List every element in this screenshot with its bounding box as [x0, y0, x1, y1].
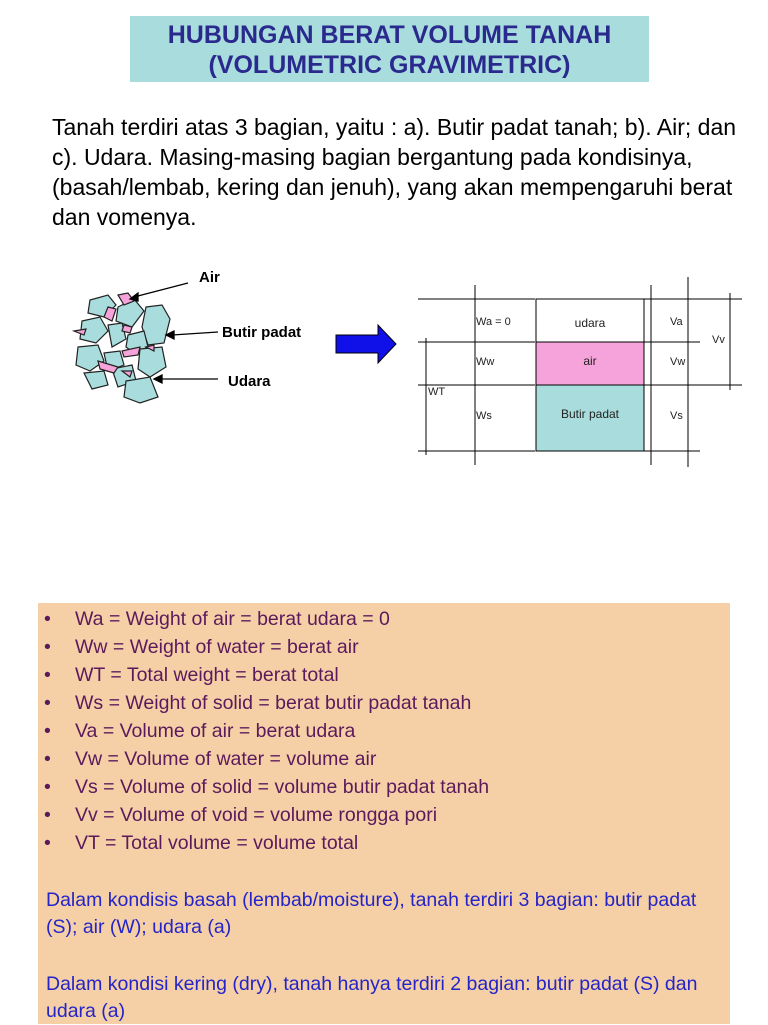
label-wa: Wa = 0: [476, 316, 511, 328]
bullet-icon: •: [44, 748, 51, 771]
bullet-icon: •: [44, 692, 51, 715]
label-ws: Ws: [476, 410, 492, 422]
phase-label-air: air: [536, 354, 644, 368]
label-vs: Vs: [670, 410, 683, 422]
label-butir-padat: Butir padat: [222, 324, 301, 341]
soil-phase-diagram: Air Butir padat Udara udara air Butir pa…: [0, 255, 768, 480]
bullet-icon: •: [44, 776, 51, 799]
label-vv: Vv: [712, 334, 725, 346]
bullet-icon: •: [44, 804, 51, 827]
bullet-icon: •: [44, 664, 51, 687]
label-air: Air: [199, 269, 220, 286]
bullet-icon: •: [44, 608, 51, 631]
label-ww: Ww: [476, 356, 494, 368]
soil-sample-illustration: [74, 293, 170, 403]
bullet-icon: •: [44, 720, 51, 743]
definitions-panel: •Wa = Weight of air = berat udara = 0 •W…: [38, 603, 730, 1024]
bullet-icon: •: [44, 832, 51, 855]
phase-label-butir: Butir padat: [536, 407, 644, 421]
label-udara: Udara: [228, 373, 271, 390]
note-dry-condition: Dalam kondisi kering (dry), tanah hanya …: [46, 971, 726, 1025]
title-line-2: (VOLUMETRIC GRAVIMETRIC): [130, 50, 649, 80]
bullet-icon: •: [44, 636, 51, 659]
label-va: Va: [670, 316, 683, 328]
note-wet-condition: Dalam kondisis basah (lembab/moisture), …: [46, 887, 726, 941]
diagram-graphics: [0, 255, 768, 480]
phase-label-udara: udara: [536, 316, 644, 330]
intro-paragraph: Tanah terdiri atas 3 bagian, yaitu : a).…: [52, 112, 742, 232]
label-wt: WT: [428, 386, 445, 398]
title-box: HUBUNGAN BERAT VOLUME TANAH (VOLUMETRIC …: [130, 16, 649, 82]
title-line-1: HUBUNGAN BERAT VOLUME TANAH: [130, 20, 649, 50]
label-vw: Vw: [670, 356, 685, 368]
transform-arrow: [336, 325, 396, 363]
